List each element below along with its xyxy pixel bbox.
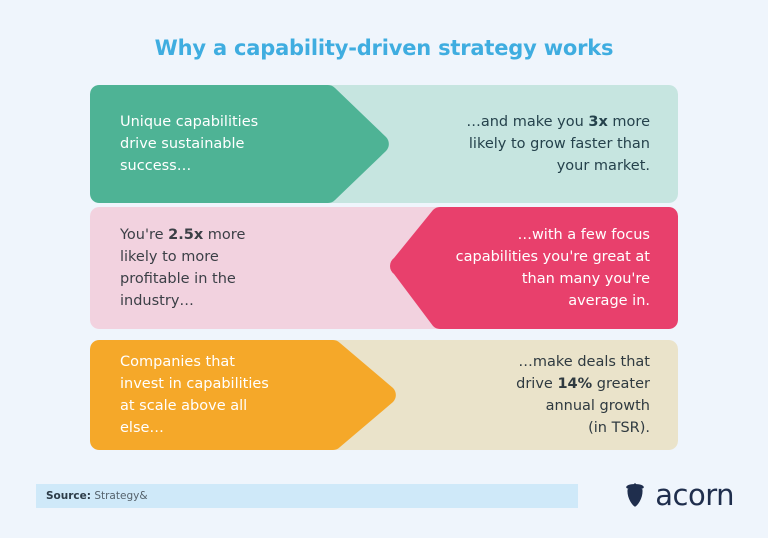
source-credit: Source: Strategy& [46,484,148,508]
row-2-arrow-left [390,207,678,329]
source-label: Source: [46,490,91,502]
acorn-logo: acorn [624,477,734,513]
source-value: Strategy& [94,490,148,502]
row-1-arrow-right [90,85,390,203]
acorn-icon [624,482,646,508]
source-bar: Source: Strategy& [36,484,578,508]
row-3-arrow-right [90,340,397,450]
acorn-wordmark: acorn [655,477,734,512]
page-title: Why a capability-driven strategy works [154,36,614,60]
